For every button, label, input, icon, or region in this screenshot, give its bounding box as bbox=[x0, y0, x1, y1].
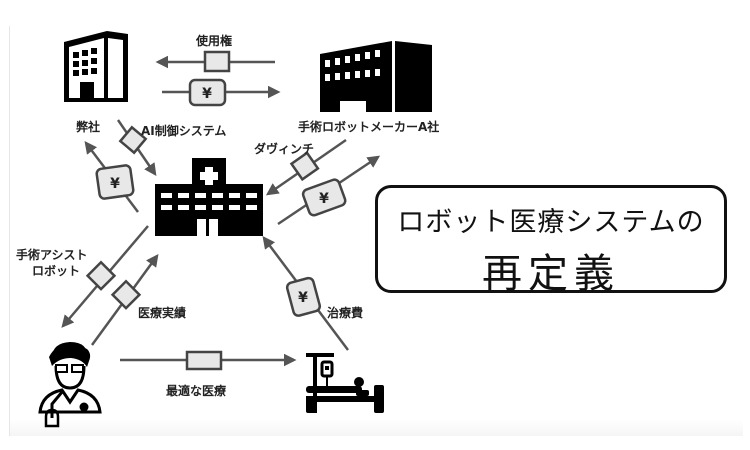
usage-rights-token bbox=[203, 50, 231, 73]
treatment-fee-label: 治療費 bbox=[327, 305, 363, 320]
surgical-assist-token bbox=[85, 260, 117, 291]
da-vinci-token bbox=[289, 151, 320, 182]
medical-results-label: 医療実績 bbox=[138, 305, 186, 320]
medical-results-token bbox=[110, 279, 142, 310]
yen-icon: ¥ bbox=[202, 86, 212, 102]
title-box: ロボット医療システムの 再定義 bbox=[375, 185, 727, 297]
ai-control-label: AI制御システム bbox=[141, 123, 226, 138]
doctor-icon bbox=[38, 342, 102, 428]
our-company-label: 弊社 bbox=[76, 119, 100, 134]
optimal-care-label: 最適な医療 bbox=[166, 383, 226, 398]
maker-label: 手術ロボットメーカーA社 bbox=[298, 119, 439, 134]
hospital-to-us-payment-token bbox=[95, 164, 135, 200]
da-vinci-label: ダヴィンチ bbox=[254, 141, 314, 156]
hospital-icon bbox=[155, 158, 263, 236]
office-building-icon bbox=[64, 31, 128, 102]
treatment-fee-token bbox=[285, 276, 322, 317]
yen-icon: ¥ bbox=[110, 176, 120, 192]
maker-payment-token bbox=[188, 78, 227, 107]
usage-rights-label: 使用権 bbox=[195, 33, 232, 48]
patient-bed-icon bbox=[306, 353, 384, 413]
ai-control-token bbox=[118, 125, 148, 155]
surgical-assist-label-line2: ロボット bbox=[32, 263, 80, 278]
surgical-assist-label-line1: 手術アシスト bbox=[16, 247, 88, 262]
optimal-care-token bbox=[185, 350, 223, 371]
factory-building-icon bbox=[320, 41, 432, 112]
yen-icon: ¥ bbox=[319, 191, 329, 207]
title-line2: 再定義 bbox=[482, 251, 620, 297]
hospital-to-maker-payment-token bbox=[301, 178, 347, 217]
yen-icon: ¥ bbox=[298, 290, 308, 306]
title-line1: ロボット医療システムの bbox=[397, 207, 705, 238]
